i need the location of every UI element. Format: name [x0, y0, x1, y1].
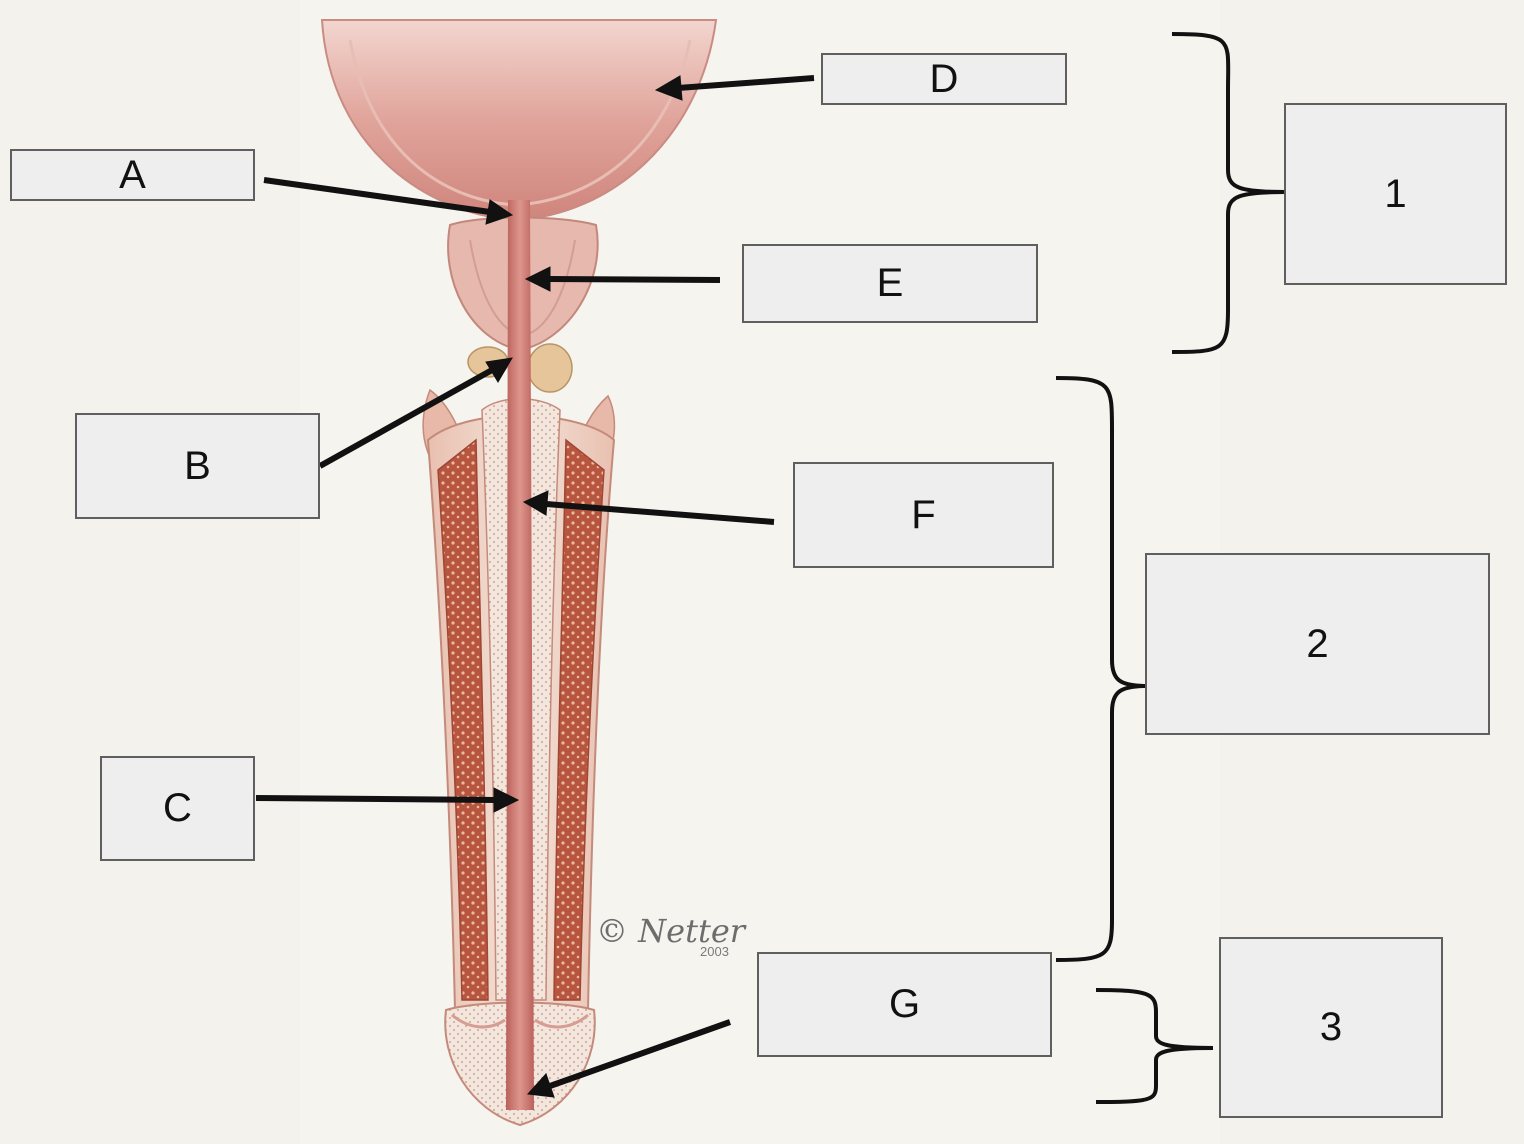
illustrator-signature: © Netter: [596, 912, 746, 950]
label-box-g[interactable]: G: [757, 952, 1052, 1057]
region-box-1[interactable]: 1: [1284, 103, 1507, 285]
arrow-c: [255, 795, 497, 803]
region-box-2[interactable]: 2: [1145, 553, 1490, 735]
region-box-3[interactable]: 3: [1219, 937, 1443, 1118]
urethra: [506, 200, 534, 1110]
arrow-e: [547, 276, 721, 283]
label-arrows: [255, 75, 815, 1098]
arrow-f: [545, 501, 775, 525]
bracket-1: [1171, 32, 1286, 354]
arrow-a: [263, 177, 491, 215]
bracket-3: [1095, 988, 1214, 1104]
label-box-c[interactable]: C: [100, 756, 255, 861]
corpus-cavernosum-left: [437, 438, 489, 1001]
bracket-2: [1055, 376, 1148, 962]
arrow-b: [318, 367, 494, 469]
bulbourethral-gland-right: [527, 343, 573, 393]
label-box-e[interactable]: E: [742, 244, 1038, 323]
illustration-year: 2003: [700, 944, 729, 959]
label-box-b[interactable]: B: [75, 413, 320, 519]
corpus-cavernosum-right: [553, 438, 605, 1001]
label-box-a[interactable]: A: [10, 149, 255, 201]
label-box-f[interactable]: F: [793, 462, 1054, 568]
label-box-d[interactable]: D: [821, 53, 1067, 105]
arrow-d: [677, 75, 815, 91]
bladder: [320, 19, 718, 222]
arrow-g: [548, 1019, 732, 1089]
